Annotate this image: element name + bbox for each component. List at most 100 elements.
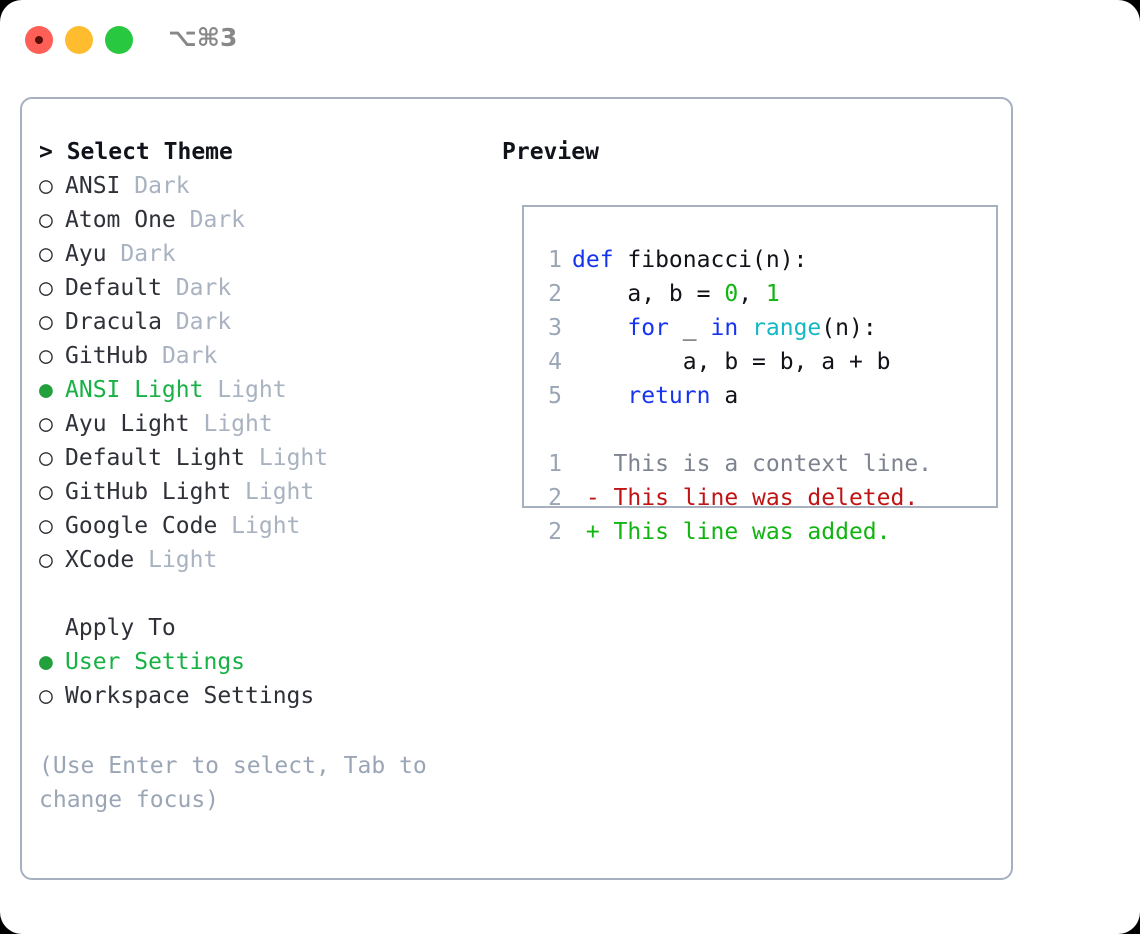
code-token: range	[752, 315, 822, 341]
theme-name: Google Code	[65, 513, 232, 539]
radio-unselected-icon: ○	[39, 173, 53, 199]
theme-list-item[interactable]: ○GitHub Light Light	[39, 475, 489, 509]
line-number: 1	[548, 247, 562, 273]
code-token: fibonacci(n):	[613, 247, 808, 273]
theme-selector-column: > Select Theme ○ANSI Dark○Atom One Dark○…	[39, 135, 489, 817]
line-number: 2	[548, 281, 562, 307]
theme-list-item[interactable]: ○ Default Light Light	[39, 441, 489, 475]
theme-variant-badge: Light	[217, 377, 287, 403]
diff-line: 2 + This line was added.	[538, 515, 988, 549]
code-token: for	[627, 315, 669, 341]
line-number: 5	[548, 383, 562, 409]
theme-name: GitHub	[65, 343, 162, 369]
radio-unselected-icon: ○	[39, 547, 53, 573]
theme-variant-badge: Light	[245, 479, 315, 505]
code-token: ,	[738, 281, 766, 307]
code-token	[572, 383, 627, 409]
radio-unselected-icon: ○	[39, 513, 53, 539]
radio-unselected-icon: ○	[39, 411, 53, 437]
code-token: _	[668, 315, 711, 341]
theme-list-item[interactable]: ● ANSI Light Light	[39, 373, 489, 407]
radio-unselected-icon: ○	[39, 241, 53, 267]
maximize-button[interactable]	[105, 26, 133, 54]
code-token: a, b = b, a + b	[572, 349, 891, 375]
radio-unselected-icon: ○	[39, 343, 53, 369]
code-token	[572, 315, 627, 341]
theme-list-item[interactable]: ○Dracula Dark	[39, 305, 489, 339]
diff-text: + This line was added.	[572, 519, 891, 545]
code-line: 2 a, b = 0, 1	[538, 277, 988, 311]
apply-to-option[interactable]: ○ Workspace Settings	[39, 679, 489, 713]
code-token: 1	[765, 281, 780, 307]
line-number: 2	[548, 485, 562, 511]
theme-list-item[interactable]: ○ Ayu Dark	[39, 237, 489, 271]
theme-variant-badge: Light	[258, 445, 329, 471]
theme-list-item[interactable]: ○ Default Dark	[39, 271, 489, 305]
theme-list-item[interactable]: ○ ANSI Dark	[39, 169, 489, 203]
recording-indicator-icon	[35, 36, 43, 44]
code-token: a, b =	[572, 281, 725, 307]
line-number: 1	[548, 451, 562, 477]
line-number: 4	[548, 349, 562, 375]
theme-list-item[interactable]: ○ GitHub Dark	[39, 339, 489, 373]
theme-list-item[interactable]: ○Ayu Light Light	[39, 407, 489, 441]
theme-variant-badge: Light	[203, 411, 273, 437]
radio-unselected-icon: ○	[39, 309, 53, 335]
theme-list[interactable]: ○ ANSI Dark ○ Atom One Dark ○ Ayu Dark ○ Defaul…	[39, 169, 489, 577]
keyboard-hint-text: (Use Enter to select, Tab to change focu…	[39, 753, 441, 813]
diff-sample-block: 1 This is a context line.2 - This line w…	[538, 447, 988, 549]
apply-to-header: Apply To	[65, 615, 176, 641]
radio-selected-icon: ●	[39, 649, 53, 675]
code-token	[738, 315, 752, 341]
theme-name: XCode	[65, 547, 149, 573]
window-titlebar: ⌥⌘3	[0, 0, 1140, 78]
theme-name: GitHub Light	[65, 479, 246, 505]
select-theme-header: > Select Theme	[39, 139, 233, 165]
theme-name: Default Light	[65, 445, 259, 471]
radio-unselected-icon: ○	[39, 207, 53, 233]
theme-variant-badge: Dark	[161, 343, 218, 369]
theme-variant-badge: Dark	[120, 241, 176, 267]
apply-to-list[interactable]: ● User Settings ○ Workspace Settings	[39, 645, 489, 713]
radio-unselected-icon: ○	[39, 275, 53, 301]
code-token: 0	[724, 281, 739, 307]
theme-variant-badge: Dark	[189, 207, 246, 233]
apply-to-label: User Settings	[65, 649, 246, 675]
preview-title: Preview	[502, 139, 599, 165]
theme-list-item[interactable]: ○ Atom One Dark	[39, 203, 489, 237]
theme-name: ANSI	[65, 173, 135, 199]
diff-line: 2 - This line was deleted.	[538, 481, 988, 515]
diff-text: - This line was deleted.	[572, 485, 919, 511]
theme-variant-badge: Dark	[134, 173, 190, 199]
theme-name: Default	[65, 275, 176, 301]
apply-to-label: Workspace Settings	[65, 683, 315, 709]
radio-unselected-icon: ○	[39, 445, 53, 471]
theme-name: Atom One	[65, 207, 190, 233]
theme-name: Ayu	[65, 241, 121, 267]
code-token: return	[627, 383, 711, 409]
code-token: a	[710, 383, 739, 409]
theme-list-item[interactable]: ○ Google Code Light	[39, 509, 489, 543]
radio-selected-icon: ●	[39, 377, 53, 403]
close-button[interactable]	[25, 26, 53, 54]
radio-unselected-icon: ○	[39, 683, 53, 709]
theme-name: Dracula	[65, 309, 176, 335]
minimize-button[interactable]	[65, 26, 93, 54]
theme-name: ANSI Light	[65, 377, 218, 403]
code-line: 1 def fibonacci(n):	[538, 243, 988, 277]
code-spacer	[538, 413, 988, 447]
code-token: (n):	[821, 315, 877, 341]
theme-variant-badge: Dark	[175, 275, 232, 301]
theme-variant-badge: Light	[231, 513, 301, 539]
code-line: 4 a, b = b, a + b	[538, 345, 988, 379]
theme-list-item[interactable]: ○XCode Light	[39, 543, 489, 577]
code-token: def	[572, 247, 614, 273]
apply-to-option[interactable]: ● User Settings	[39, 645, 489, 679]
code-line: 3 for _ in range(n):	[538, 311, 988, 345]
keyboard-shortcut-label: ⌥⌘3	[168, 23, 238, 52]
code-line: 5 return a	[538, 379, 988, 413]
